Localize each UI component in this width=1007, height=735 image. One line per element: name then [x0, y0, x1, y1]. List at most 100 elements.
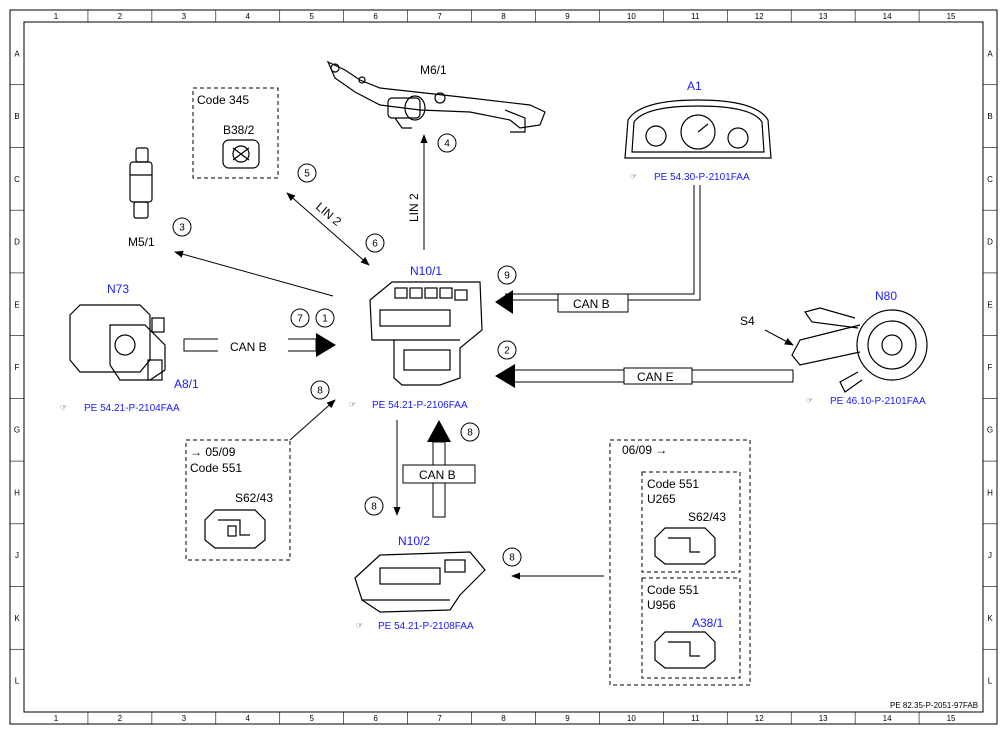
lin2-arrow-b38 [286, 192, 370, 266]
svg-text:2: 2 [504, 346, 510, 357]
grid-column-label: 5 [309, 12, 314, 21]
a1-label: A1 [687, 79, 702, 93]
b38-2-label: B38/2 [223, 123, 255, 137]
arrowhead-can-b-vertical [427, 420, 451, 442]
steering-column-module-illustration [791, 307, 928, 393]
grid-row-label: D [14, 238, 20, 247]
n10-1-ref-text: PE 54.21-P-2106FAA [372, 400, 468, 411]
m5-1-illustration [129, 147, 153, 219]
m6-1-label: M6/1 [420, 63, 447, 77]
grid-column-label: 10 [627, 12, 636, 21]
grid-row-label: L [15, 677, 20, 686]
svg-text:6: 6 [372, 239, 378, 250]
marker-8: 8 [460, 422, 480, 442]
grid-row-label: F [988, 363, 993, 372]
arrow-s4 [764, 329, 794, 346]
code-345-box [192, 87, 279, 179]
box-left-part: S62/43 [235, 491, 273, 505]
arrowhead-can-b-left [316, 333, 336, 357]
grid-row-label: G [14, 426, 20, 435]
grid-column-label: 8 [501, 12, 506, 21]
marker-7: 7 [290, 308, 310, 328]
marker-8: 8 [502, 547, 522, 567]
outer-frame [9, 9, 998, 725]
can-b-right-box [557, 293, 629, 313]
box-right-upper-code: Code 551 [647, 477, 699, 491]
box-right-upper-part: S62/43 [688, 510, 726, 524]
svg-text:4: 4 [444, 139, 450, 150]
grid-column-label: 12 [755, 12, 764, 21]
n80-ref-text: PE 46.10-P-2101FAA [830, 396, 926, 407]
can-e-label: CAN E [637, 370, 674, 384]
grid-column-label: 15 [947, 714, 956, 723]
n10-1-label: N10/1 [410, 264, 442, 278]
box-right-upper-u: U265 [647, 492, 676, 506]
grid-column-label: 10 [627, 714, 636, 723]
grid-column-label: 9 [565, 12, 570, 21]
wiper-motor-illustration [326, 60, 546, 133]
box-left-05-09 [185, 439, 291, 561]
grid-row-label: H [14, 488, 20, 497]
grid-row-label: K [14, 614, 20, 623]
n73-ref-text: PE 54.21-P-2104FAA [84, 403, 180, 414]
a38-1-illustration [654, 631, 716, 669]
grid-row-label: E [14, 300, 19, 309]
grid-column-label: 4 [246, 12, 251, 21]
grid-row-label: J [988, 551, 992, 560]
sam-module-illustration [369, 281, 483, 386]
svg-text:8: 8 [371, 502, 377, 513]
n10-2-ref-text: PE 54.21-P-2108FAA [378, 621, 474, 632]
grid-column-label: 12 [755, 714, 764, 723]
svg-text:8: 8 [467, 428, 473, 439]
marker-8: 8 [310, 380, 330, 400]
a8-1-label: A8/1 [174, 377, 199, 391]
code-345-label: Code 345 [197, 93, 249, 107]
grid-column-label: 11 [691, 12, 700, 21]
grid-column-label: 9 [565, 714, 570, 723]
box-right-lower-part: A38/1 [692, 616, 724, 630]
s62-43-left-illustration [204, 509, 266, 549]
svg-text:☞: ☞ [349, 400, 356, 409]
box-left-date: → 05/09 [190, 445, 236, 459]
svg-text:☞: ☞ [356, 621, 363, 630]
svg-text:9: 9 [504, 271, 510, 282]
marker-6: 6 [365, 233, 385, 253]
rain-light-sensor-illustration [222, 139, 260, 169]
marker-3: 3 [172, 217, 192, 237]
marker-9: 9 [497, 265, 517, 285]
arrowhead-can-e [495, 364, 515, 388]
can-b-vertical-label: CAN B [419, 468, 456, 482]
svg-text:7: 7 [297, 314, 303, 325]
grid-row-label: C [987, 175, 993, 184]
box-right-date: 06/09 → [622, 443, 667, 457]
grid-column-label: 14 [883, 12, 892, 21]
grid-row-label: H [987, 488, 993, 497]
grid-column-label: 4 [246, 714, 251, 723]
grid-column-label: 6 [373, 12, 378, 21]
grid-column-label: 8 [501, 714, 506, 723]
grid-row-label: F [15, 363, 20, 372]
grid-row-label: J [15, 551, 19, 560]
grid-row-label: A [987, 49, 993, 58]
marker-2: 2 [497, 340, 517, 360]
grid-row-label: D [987, 238, 993, 247]
svg-text:8: 8 [509, 553, 515, 564]
ignition-switch-illustration [69, 304, 166, 381]
marker-5: 5 [297, 163, 317, 183]
grid-column-label: 6 [373, 714, 378, 723]
grid-column-label: 3 [182, 12, 187, 21]
box-right-lower-code: Code 551 [647, 583, 699, 597]
grid-row-label: C [14, 175, 20, 184]
marker-4: 4 [437, 133, 457, 153]
grid-column-label: 1 [54, 12, 59, 21]
grid-column-label: 5 [309, 714, 314, 723]
grid-column-label: 14 [883, 714, 892, 723]
footer-code: PE 82.35-P-2051-97FAB [890, 701, 978, 710]
grid-row-label: L [988, 677, 993, 686]
